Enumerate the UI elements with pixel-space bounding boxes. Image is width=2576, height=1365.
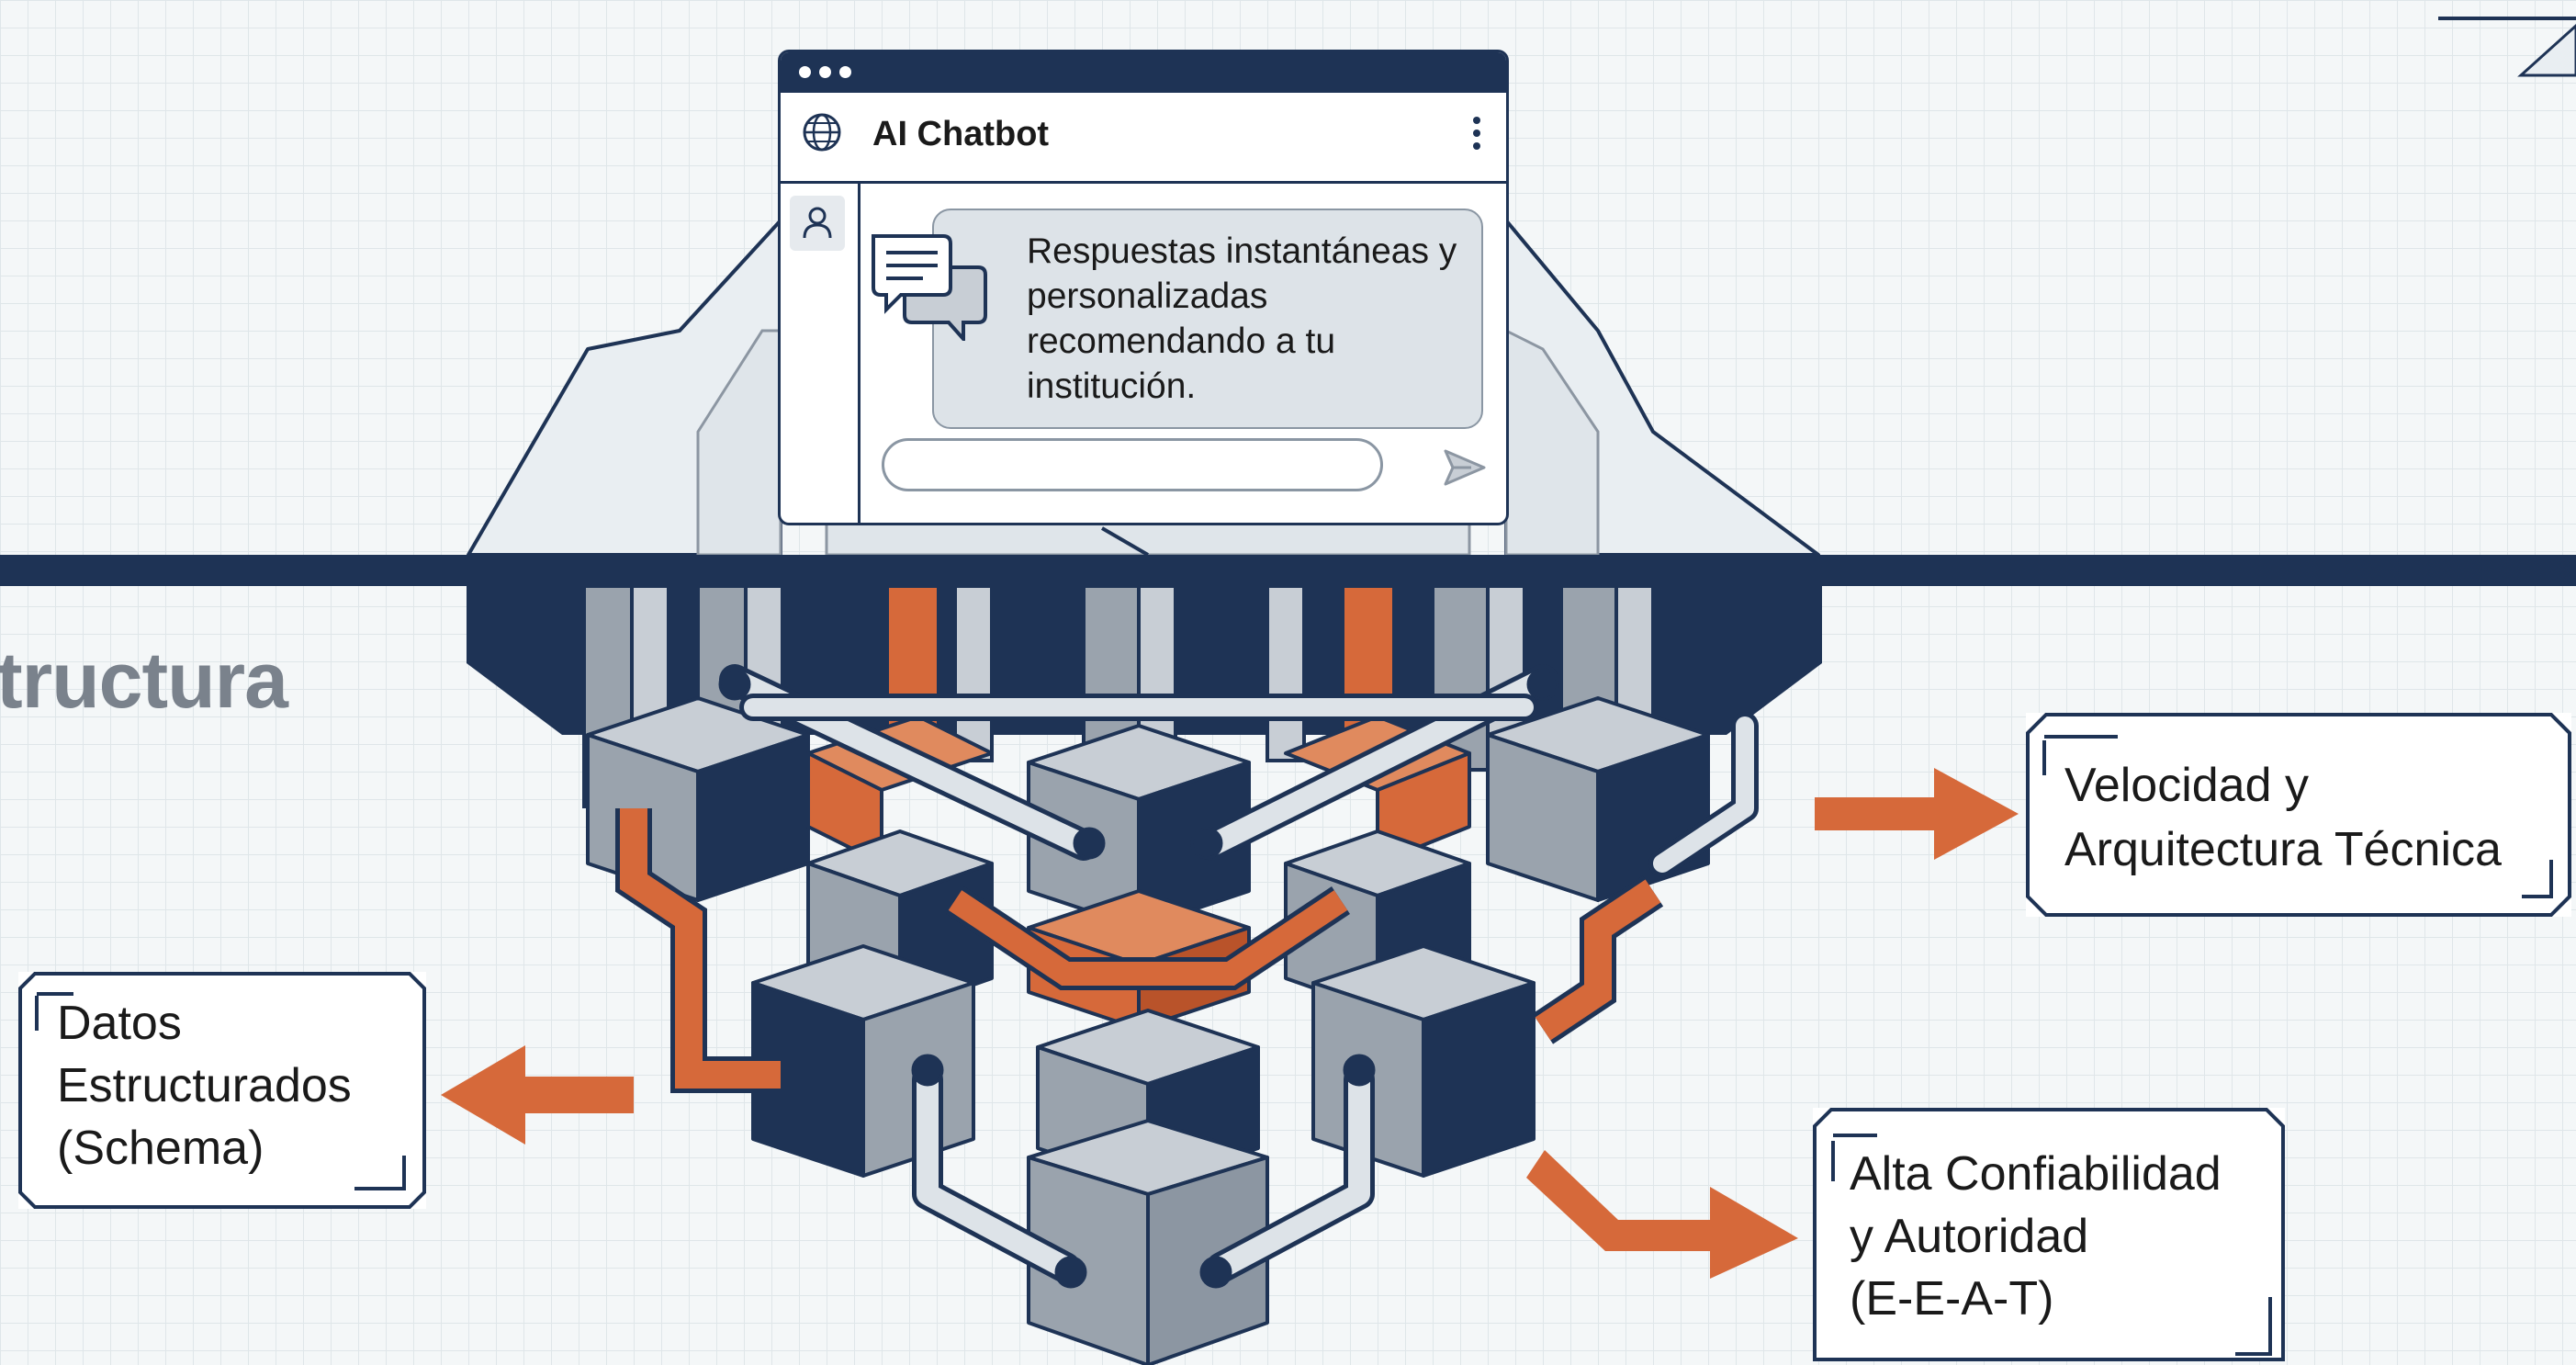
arrow-to-velocidad-icon — [1815, 768, 2019, 860]
chat-message-bubble — [932, 209, 1483, 429]
arrow-to-datos-icon — [441, 1045, 634, 1145]
callout-velocidad: Velocidad y Arquitectura Técnica — [2026, 713, 2571, 917]
chatbot-title: AI Chatbot — [872, 115, 1050, 153]
window-dot-3 — [839, 66, 851, 78]
chatbot-window: AI Chatbot Respuestas instantáneas y per… — [778, 50, 1509, 525]
callout-frame — [1813, 1108, 2285, 1361]
chat-message-text: Respuestas instantáneas y personalizadas… — [1027, 231, 1457, 406]
user-icon[interactable] — [790, 196, 845, 251]
send-icon[interactable] — [1444, 449, 1486, 486]
chat-header: AI Chatbot — [781, 93, 1506, 184]
chat-sidebar — [781, 181, 861, 523]
callout-frame — [18, 972, 426, 1209]
callout-label: Velocidad y Arquitectura Técnica — [2064, 759, 2502, 876]
globe-icon — [803, 113, 841, 152]
more-vertical-icon[interactable] — [1468, 111, 1486, 155]
callout-label: Datos Estructurados (Schema) — [57, 997, 352, 1175]
chat-message-input[interactable] — [882, 438, 1383, 491]
window-dot-2 — [819, 66, 831, 78]
chat-bubbles-icon — [872, 234, 987, 341]
window-dot-1 — [799, 66, 811, 78]
callout-frame — [2026, 713, 2571, 917]
callout-datos-estructurados: Datos Estructurados (Schema) — [18, 972, 426, 1209]
callout-alta-confiabilidad: Alta Confiabilidad y Autoridad (E-E-A-T) — [1813, 1108, 2285, 1361]
ground-line — [0, 555, 2576, 586]
arrow-to-alta-icon — [1526, 1150, 1798, 1279]
callout-label: Alta Confiabilidad y Autoridad (E-E-A-T) — [1850, 1147, 2222, 1326]
partial-heading: tructura — [0, 637, 288, 725]
window-titlebar — [781, 52, 1506, 93]
